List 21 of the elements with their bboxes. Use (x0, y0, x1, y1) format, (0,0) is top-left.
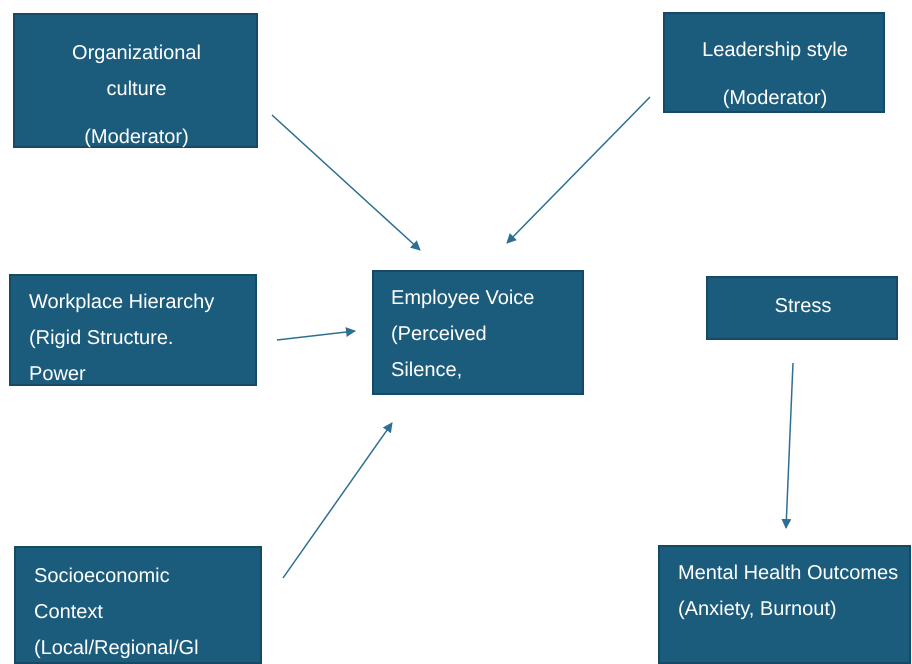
concept-box (14, 546, 262, 664)
box-text: Employee Voice (Perceived Silence, (391, 286, 536, 383)
box-text: Mental Health Outcomes (Anxiety, Burnout) (678, 561, 900, 622)
arrow (282, 422, 393, 578)
concept-box (706, 276, 898, 340)
arrow (276, 327, 356, 341)
arrow (781, 362, 794, 529)
box-text: Organizational culture (71, 41, 202, 102)
box-text: Stress (774, 294, 832, 319)
box-text: (Moderator) (84, 125, 189, 150)
box-text: Leadership style (702, 38, 848, 63)
box-text: Workplace Hierarchy (Rigid Structure. Power (29, 290, 216, 387)
concept-box (658, 545, 911, 664)
concept-box (13, 13, 258, 148)
arrow (272, 114, 421, 251)
concept-box (9, 274, 257, 386)
concept-box (663, 12, 885, 113)
box-text: Socioeconomic Context (Local/Regional/Gl (34, 564, 200, 661)
arrow (506, 96, 651, 244)
box-text: (Moderator) (722, 86, 828, 111)
concept-box (372, 270, 584, 395)
